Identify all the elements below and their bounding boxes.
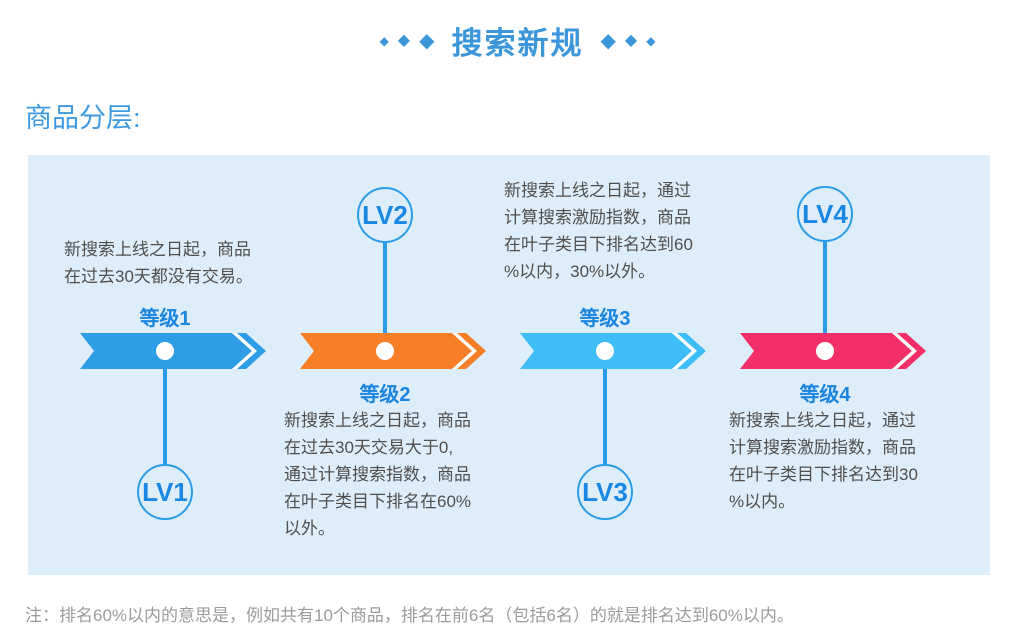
- level-1-badge: LV1: [137, 464, 193, 520]
- diamond-icon: ◆: [624, 31, 638, 49]
- level-3-tier-label: 等级3: [579, 308, 631, 330]
- level-4-tier-label: 等级4: [799, 384, 851, 406]
- level-2-badge: LV2: [357, 187, 413, 243]
- level-3-connector-line: [603, 367, 607, 466]
- level-2-description: 新搜索上线之日起，商品 在过去30天交易大于0, 通过计算搜索指数，商品 在叶子…: [284, 411, 472, 538]
- level-1-connector-line: [163, 367, 167, 466]
- diamond-icon: ◆: [646, 33, 656, 48]
- page-title: 搜索新规: [451, 26, 584, 61]
- arrow-chevron: [237, 333, 266, 369]
- level-2-tier-label: 等级2: [359, 384, 411, 406]
- page-title-row: ◆ ◆ ◆ 搜索新规 ◆ ◆ ◆: [0, 18, 1035, 63]
- level-4-connector-line: [823, 242, 827, 333]
- level-3-arrow: [520, 333, 706, 369]
- arrow-gap: [672, 333, 697, 369]
- arrow-dot: [596, 342, 614, 360]
- arrow-chevron: [677, 333, 706, 369]
- level-4-badge: LV4: [797, 186, 853, 242]
- level-3-badge: LV3: [577, 464, 633, 520]
- level-4-description: 新搜索上线之日起，通过 计算搜索激励指数，商品 在叶子类目下排名达到30 %以内…: [729, 411, 918, 511]
- level-2-arrow: [300, 333, 486, 369]
- arrow-dot: [816, 342, 834, 360]
- arrow-gap: [892, 333, 917, 369]
- arrow-gap: [232, 333, 257, 369]
- level-1-tier-label: 等级1: [139, 308, 191, 330]
- level-2-connector-line: [383, 243, 387, 333]
- arrow-dot: [376, 342, 394, 360]
- level-1-arrow: [80, 333, 266, 369]
- level-4-arrow: [740, 333, 926, 369]
- level-3-description: 新搜索上线之日起，通过 计算搜索激励指数，商品 在叶子类目下排名达到60 %以内…: [504, 181, 693, 281]
- diamond-icon: ◆: [379, 33, 389, 48]
- footnote: 注：排名60%以内的意思是，例如共有10个商品，排名在前6名（包括6名）的就是排…: [25, 606, 794, 625]
- diamond-icon: ◆: [397, 31, 411, 49]
- arrow-chevron: [457, 333, 486, 369]
- level-1-description: 新搜索上线之日起，商品 在过去30天都没有交易。: [64, 240, 253, 286]
- section-heading: 商品分层:: [25, 103, 141, 133]
- arrow-dot: [156, 342, 174, 360]
- arrow-chevron: [897, 333, 926, 369]
- diamond-icon: ◆: [600, 29, 616, 52]
- arrow-gap: [452, 333, 477, 369]
- diamond-icon: ◆: [419, 29, 435, 52]
